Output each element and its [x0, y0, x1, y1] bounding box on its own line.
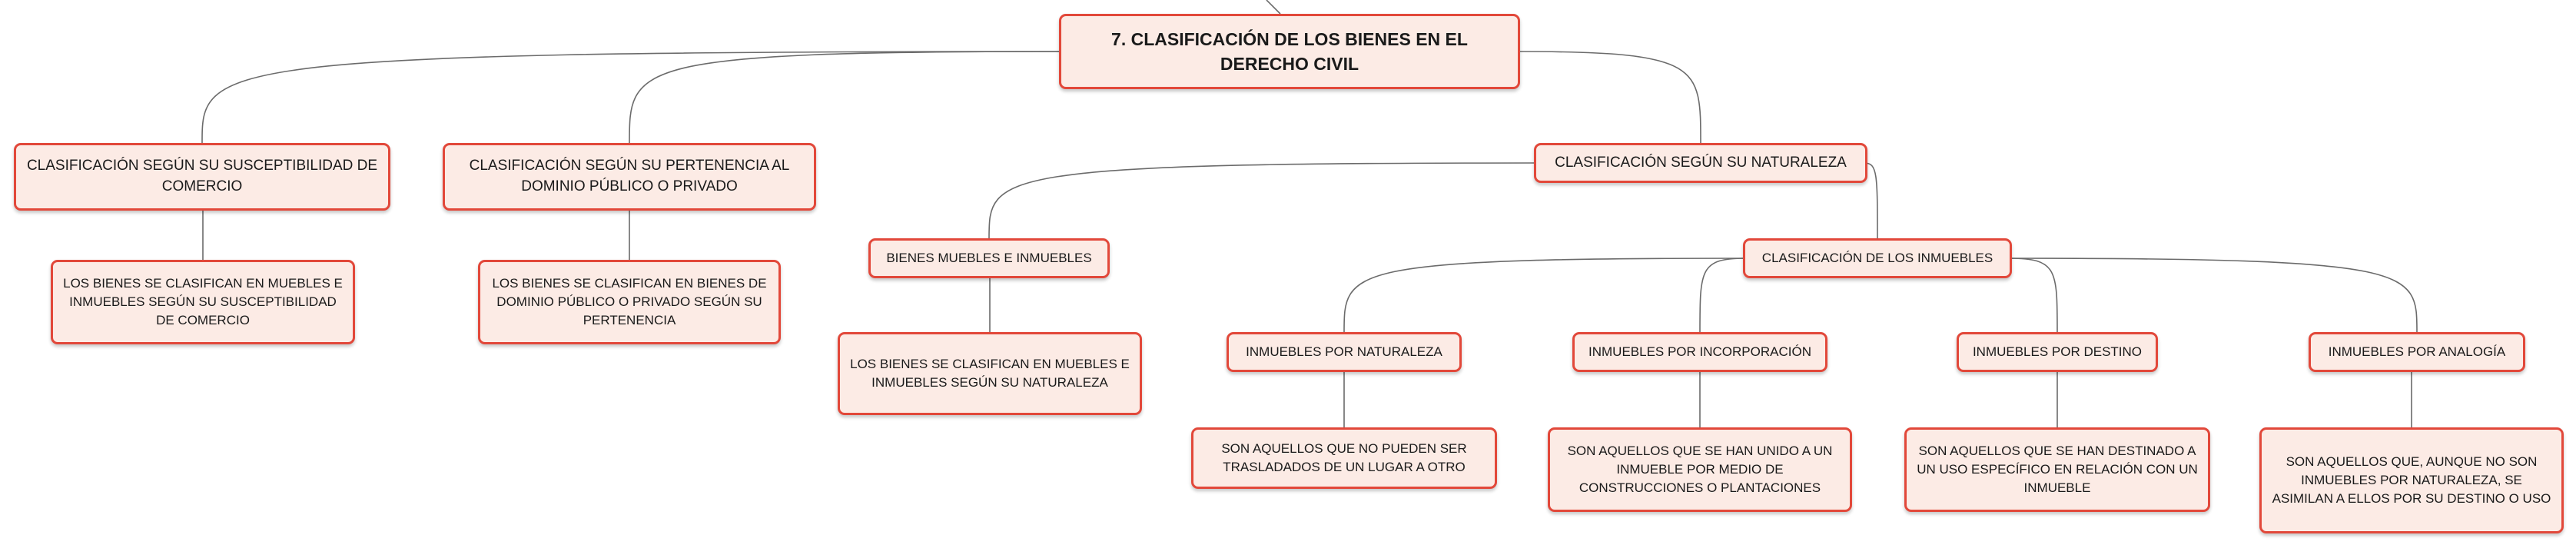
connector-root-susc: [201, 51, 1063, 144]
topic-clasificacion-inmuebles[interactable]: CLASIFICACIÓN DE LOS INMUEBLES: [1743, 238, 2012, 278]
topic-susceptibilidad[interactable]: CLASIFICACIÓN SEGÚN SU SUSCEPTIBILIDAD D…: [14, 143, 390, 211]
topic-root[interactable]: 7. CLASIFICACIÓN DE LOS BIENES EN EL DER…: [1059, 14, 1520, 89]
connector-clasinm-inm-ana: [2008, 258, 2418, 333]
topic-inmuebles-analogia[interactable]: INMUEBLES POR ANALOGÍA: [2309, 332, 2525, 372]
connector-root-nat: [1516, 51, 1701, 144]
topic-bienes-muebles-description[interactable]: LOS BIENES SE CLASIFICAN EN MUEBLES E IN…: [838, 332, 1142, 415]
topic-pertenencia[interactable]: CLASIFICACIÓN SEGÚN SU PERTENENCIA AL DO…: [443, 143, 816, 211]
topic-pertenencia-description[interactable]: LOS BIENES SE CLASIFICAN EN BIENES DE DO…: [478, 260, 781, 344]
connector-clasinm-inm-nat: [1343, 258, 1747, 333]
topic-inmuebles-incorporacion-description[interactable]: SON AQUELLOS QUE SE HAN UNIDO A UN INMUE…: [1548, 427, 1852, 512]
topic-inmuebles-naturaleza[interactable]: INMUEBLES POR NATURALEZA: [1227, 332, 1462, 372]
connector-root-stem: [1266, 0, 1281, 15]
connector-nat-clasinm: [1864, 162, 1878, 239]
topic-naturaleza[interactable]: CLASIFICACIÓN SEGÚN SU NATURALEZA: [1534, 143, 1867, 183]
connector-root-pert: [629, 51, 1063, 144]
topic-inmuebles-analogia-description[interactable]: SON AQUELLOS QUE, AUNQUE NO SON INMUEBLE…: [2259, 427, 2564, 533]
topic-inmuebles-incorporacion[interactable]: INMUEBLES POR INCORPORACIÓN: [1572, 332, 1827, 372]
topic-inmuebles-naturaleza-description[interactable]: SON AQUELLOS QUE NO PUEDEN SER TRASLADAD…: [1191, 427, 1497, 489]
topic-susceptibilidad-description[interactable]: LOS BIENES SE CLASIFICAN EN MUEBLES E IN…: [51, 260, 355, 344]
topic-bienes-muebles[interactable]: BIENES MUEBLES E INMUEBLES: [868, 238, 1110, 278]
connector-nat-muebles: [988, 162, 1538, 239]
topic-inmuebles-destino[interactable]: INMUEBLES POR DESTINO: [1957, 332, 2158, 372]
topic-inmuebles-destino-description[interactable]: SON AQUELLOS QUE SE HAN DESTINADO A UN U…: [1904, 427, 2210, 512]
connector-clasinm-inm-dest: [2008, 258, 2058, 333]
connector-clasinm-inm-inc: [1699, 258, 1747, 333]
